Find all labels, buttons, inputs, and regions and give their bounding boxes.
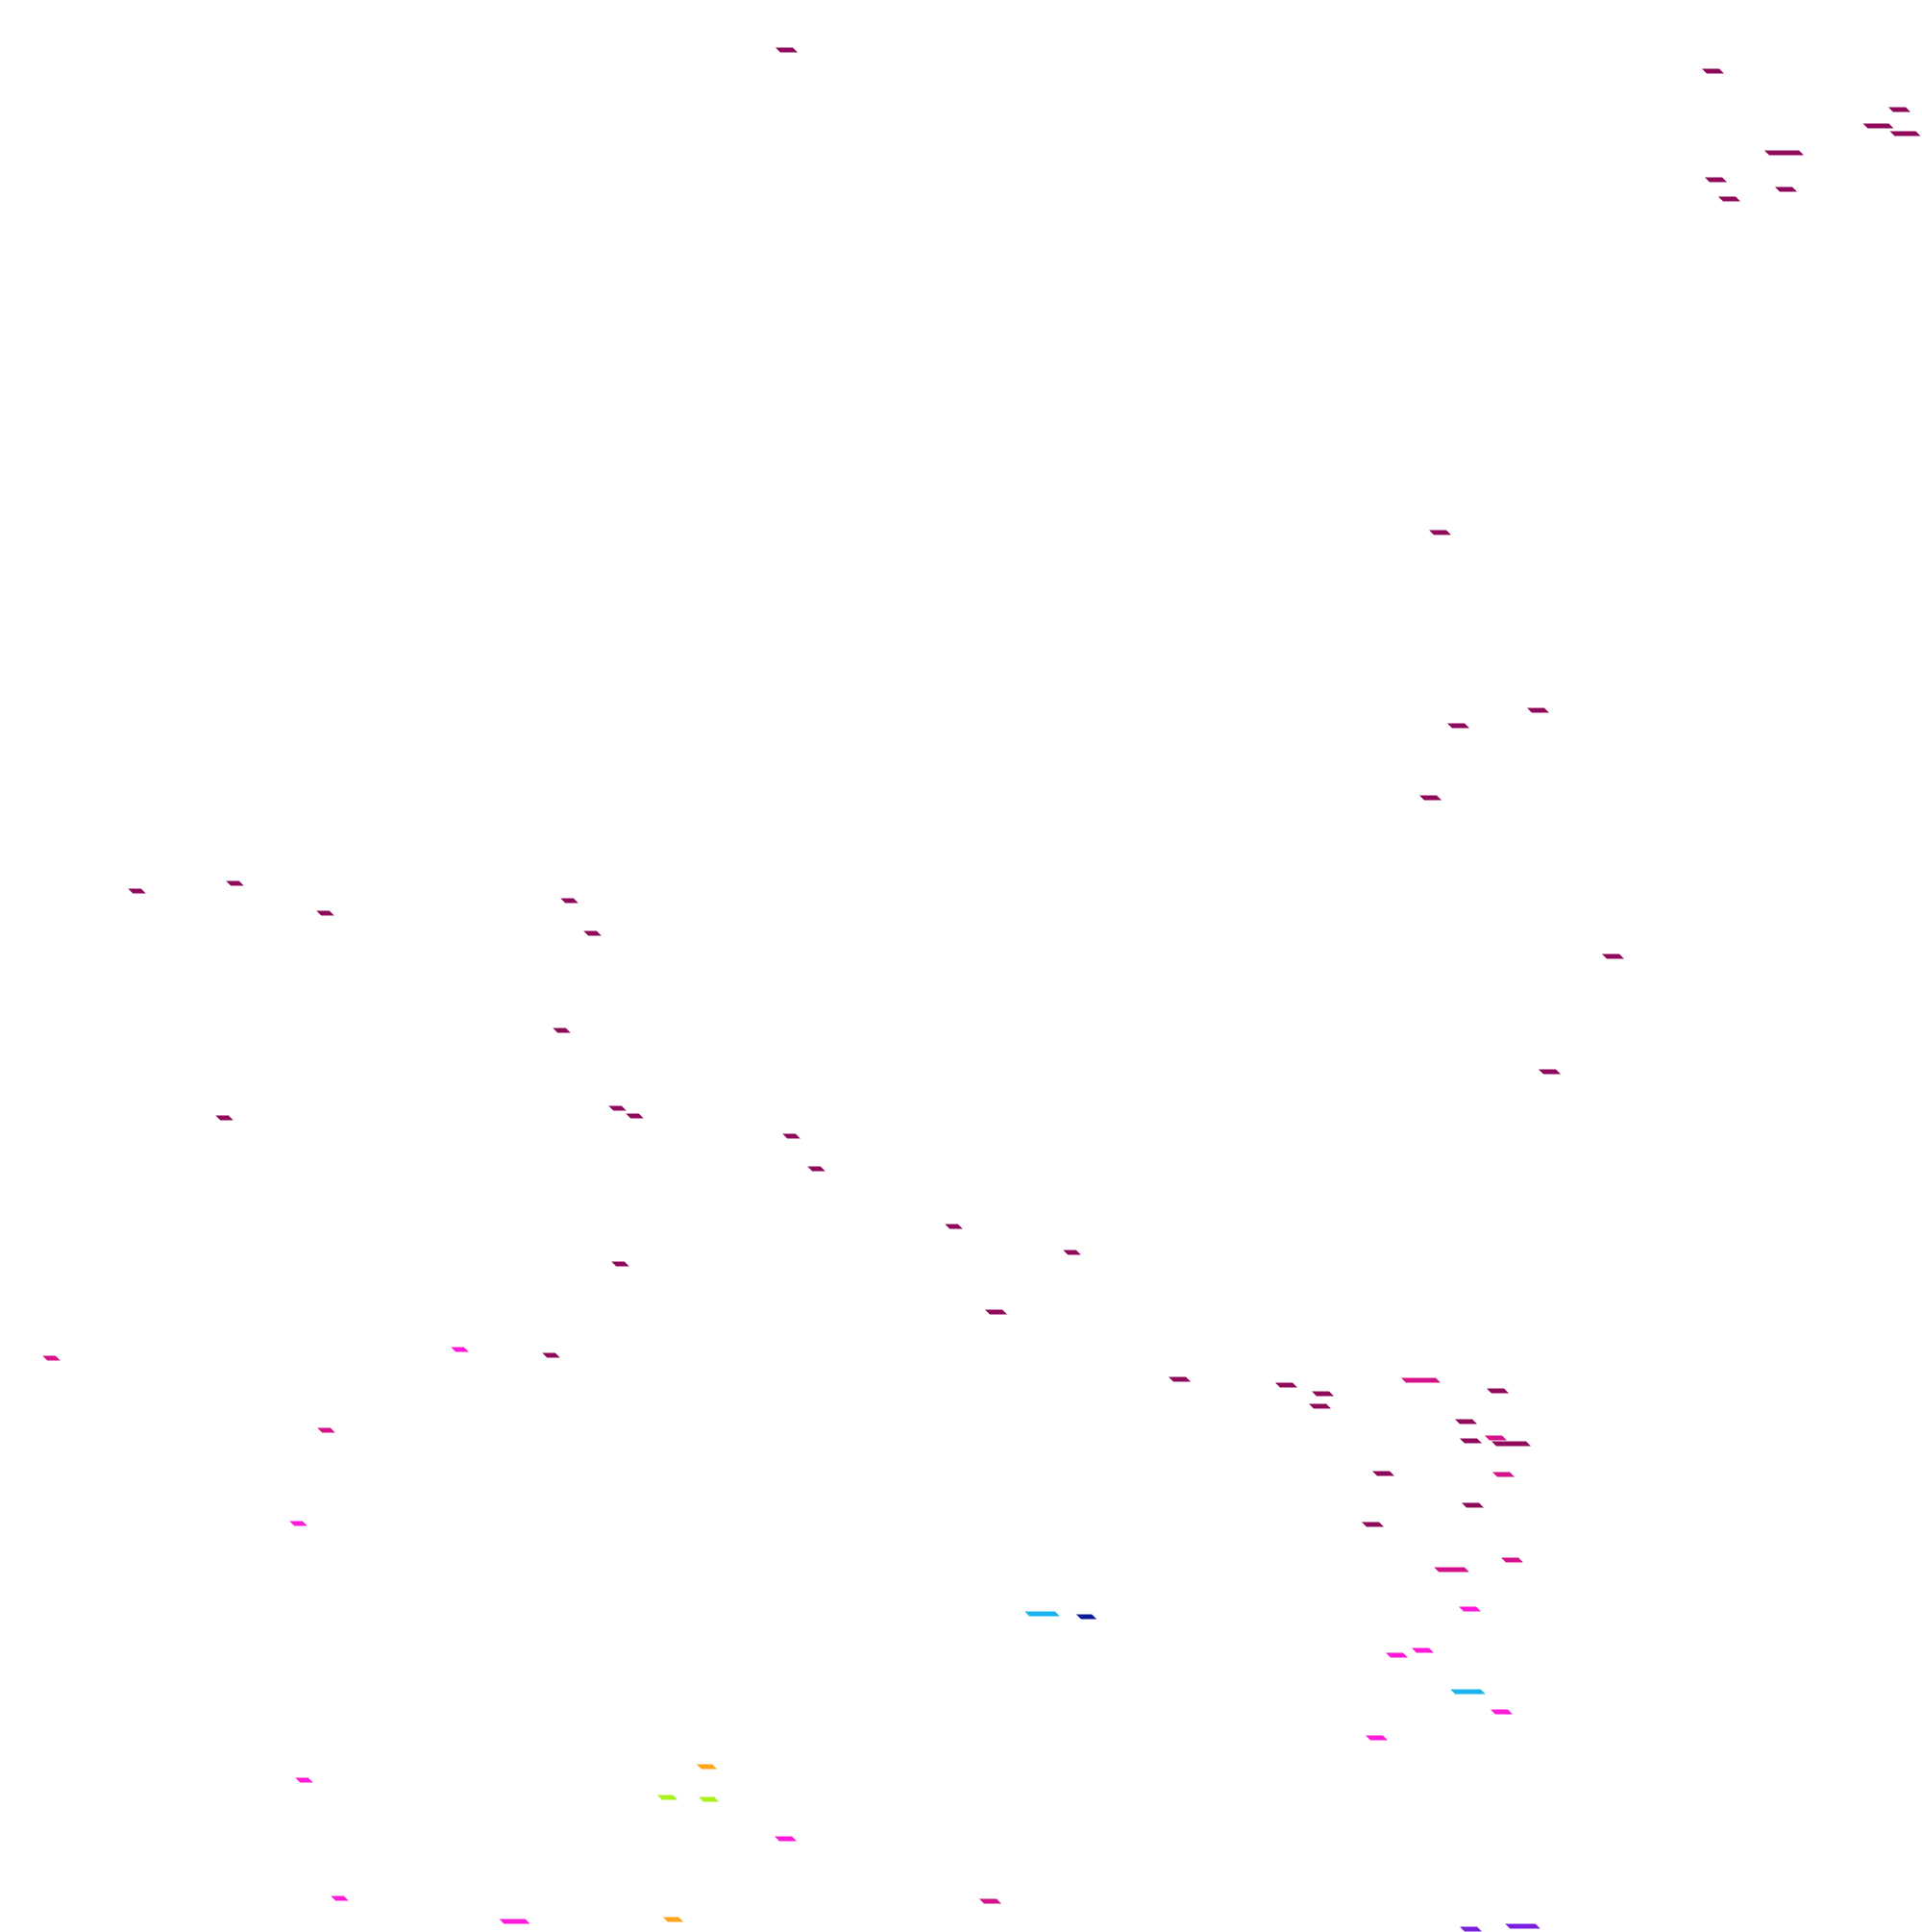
map-cell: [1888, 107, 1910, 112]
map-cell: [1372, 1471, 1394, 1476]
map-cell: [1455, 1419, 1477, 1424]
map-cell: [1487, 1388, 1509, 1394]
map-cell: [1075, 1614, 1097, 1620]
map-cell: [1491, 1709, 1513, 1715]
map-cell: [226, 880, 244, 886]
map-cell: [1491, 1441, 1531, 1447]
map-cell: [553, 1028, 571, 1033]
map-cell: [295, 1777, 313, 1783]
map-cell: [1462, 1502, 1484, 1508]
map-cell: [1460, 1438, 1482, 1444]
map-cell: [608, 1105, 627, 1111]
map-cell: [1412, 1647, 1434, 1653]
map-cell: [945, 1224, 963, 1229]
map-cell: [542, 1352, 560, 1358]
map-cell: [698, 1796, 720, 1802]
map-cell: [331, 1895, 349, 1901]
map-cell: [782, 1133, 801, 1139]
map-cell: [1275, 1382, 1297, 1388]
map-cell: [1492, 1472, 1515, 1477]
map-cell: [128, 888, 146, 894]
map-cell: [696, 1764, 718, 1770]
map-cell: [1429, 530, 1451, 535]
map-cell: [1450, 1689, 1486, 1695]
map-cell: [611, 1261, 629, 1267]
map-cell: [775, 1836, 797, 1842]
data-cell-layer: [42, 47, 1921, 1932]
map-cell: [1485, 1435, 1507, 1441]
map-cell: [1063, 1250, 1081, 1255]
map-cell: [289, 1521, 308, 1526]
map-cell: [1169, 1376, 1191, 1382]
map-cell: [1419, 795, 1442, 801]
map-cell: [1024, 1611, 1060, 1617]
map-cell: [1386, 1652, 1408, 1658]
map-cell: [1702, 68, 1724, 74]
map-cell: [662, 1917, 684, 1922]
map-cell: [1775, 186, 1797, 192]
map-cell: [1705, 177, 1727, 183]
map-cell: [1460, 1926, 1482, 1932]
map-cell: [979, 1898, 1001, 1904]
map-cell: [1527, 707, 1549, 713]
map-cell: [451, 1347, 469, 1352]
map-cell: [42, 1355, 61, 1361]
map-cell: [1539, 1069, 1561, 1075]
map-cell: [656, 1795, 678, 1800]
map-cell: [1309, 1403, 1331, 1409]
map-cell: [1718, 196, 1740, 202]
map-cell: [1447, 723, 1469, 729]
map-cell: [1401, 1377, 1441, 1383]
map-cell: [1764, 150, 1804, 156]
map-cell: [1362, 1522, 1384, 1527]
map-cell: [1862, 123, 1894, 129]
map-cell: [1312, 1391, 1334, 1397]
map-cell: [776, 47, 798, 53]
map-cell: [1434, 1567, 1469, 1573]
map-cell: [583, 930, 602, 936]
map-cell: [1501, 1557, 1523, 1563]
map-cell: [807, 1166, 825, 1172]
map-cell: [1889, 131, 1921, 136]
map-cell: [499, 1919, 530, 1924]
map-cell: [1459, 1606, 1481, 1612]
map-cell: [985, 1309, 1007, 1315]
map-cell: [316, 910, 334, 916]
map-cell: [215, 1115, 234, 1121]
map-cell: [1505, 1923, 1540, 1929]
map-cell: [1602, 954, 1624, 959]
map-cell: [626, 1113, 644, 1119]
map-cell: [317, 1427, 335, 1433]
map-cell: [1366, 1735, 1388, 1741]
map-cell: [560, 898, 579, 904]
